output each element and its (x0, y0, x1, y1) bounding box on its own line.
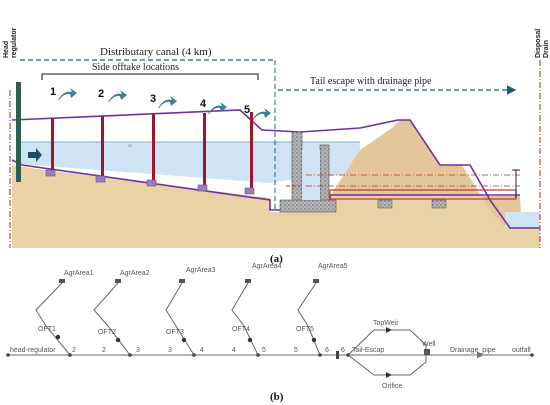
svg-text:5: 5 (244, 104, 250, 116)
head-regulator-gate (16, 82, 21, 182)
svg-text:≈: ≈ (128, 142, 132, 150)
distributary-canal-label: Distributary canal (4 km) (100, 46, 212, 58)
area-label-1: AgrArea1 (64, 270, 94, 277)
area-label-4: AgrArea4 (252, 263, 282, 270)
top-weir-label: TopWeir (373, 320, 399, 327)
node-2a: 2 (72, 347, 76, 354)
offtake-2: 2 (95, 88, 127, 183)
panel-b-caption: (b) (270, 391, 284, 403)
node-head-regulator: head-regulator (10, 347, 56, 354)
tail-escape-node: Tail-Escap (352, 347, 384, 354)
panel-a-caption: (a) (270, 253, 283, 265)
flow-arrow-icon (28, 148, 42, 162)
offtake-3: 3 (146, 93, 177, 187)
tail-embankment (330, 120, 520, 228)
area-label-3: AgrArea3 (186, 267, 216, 274)
well-label: Well (422, 341, 436, 348)
offtake-1: 1 (45, 86, 77, 177)
panel-b-labels: AgrArea1 AgrArea2 AgrArea3 AgrArea4 AgrA… (10, 263, 531, 390)
area-label-2: AgrArea2 (120, 270, 150, 277)
offtake-label-4: OFT4 (232, 326, 250, 333)
node-4b: 4 (232, 347, 236, 354)
orifice-label: Orifice (382, 383, 402, 390)
drainage-pipe (306, 169, 520, 209)
disposal-drain-label: Disposal Drain (535, 27, 550, 58)
side-offtake-label: Side offtake locations (92, 62, 179, 73)
node-4a: 4 (200, 347, 204, 354)
svg-text:3: 3 (150, 93, 156, 105)
svg-text:1: 1 (50, 86, 56, 98)
panel-b-markers (6, 279, 534, 378)
head-regulator-label: Head regulator (3, 27, 18, 58)
offtake-label-5: OFT5 (296, 326, 314, 333)
drainage-pipe-label: Drainage_pipe (450, 347, 496, 354)
node-6b: 6 (341, 347, 345, 354)
offtake-label-1: OFT1 (38, 326, 56, 333)
node-2b: 2 (102, 347, 106, 354)
node-5a: 5 (262, 347, 266, 354)
node-5b: 5 (294, 347, 298, 354)
svg-text:4: 4 (200, 98, 207, 110)
panel-b (8, 282, 532, 376)
tail-escape-label: Tail escape with drainage pipe (310, 76, 432, 87)
offtake-label-3: OFT3 (166, 329, 184, 336)
node-3a: 3 (136, 347, 140, 354)
panel-a: ≈ Head regulator Disposal Drain Distribu… (3, 27, 550, 265)
canal-bank-top (11, 109, 540, 229)
outfall-label: outfall (512, 347, 531, 354)
area-label-5: AgrArea5 (318, 263, 348, 270)
offtake-5: 5 (244, 104, 271, 195)
svg-text:2: 2 (98, 88, 104, 100)
offtake-4: 4 (197, 98, 227, 192)
offtakes: 1 2 3 4 (45, 86, 271, 195)
node-3b: 3 (168, 347, 172, 354)
offtake-label-2: OFT2 (98, 329, 116, 336)
soil-layer (12, 165, 540, 248)
right-water (505, 212, 540, 228)
node-6a: 6 (325, 347, 329, 354)
